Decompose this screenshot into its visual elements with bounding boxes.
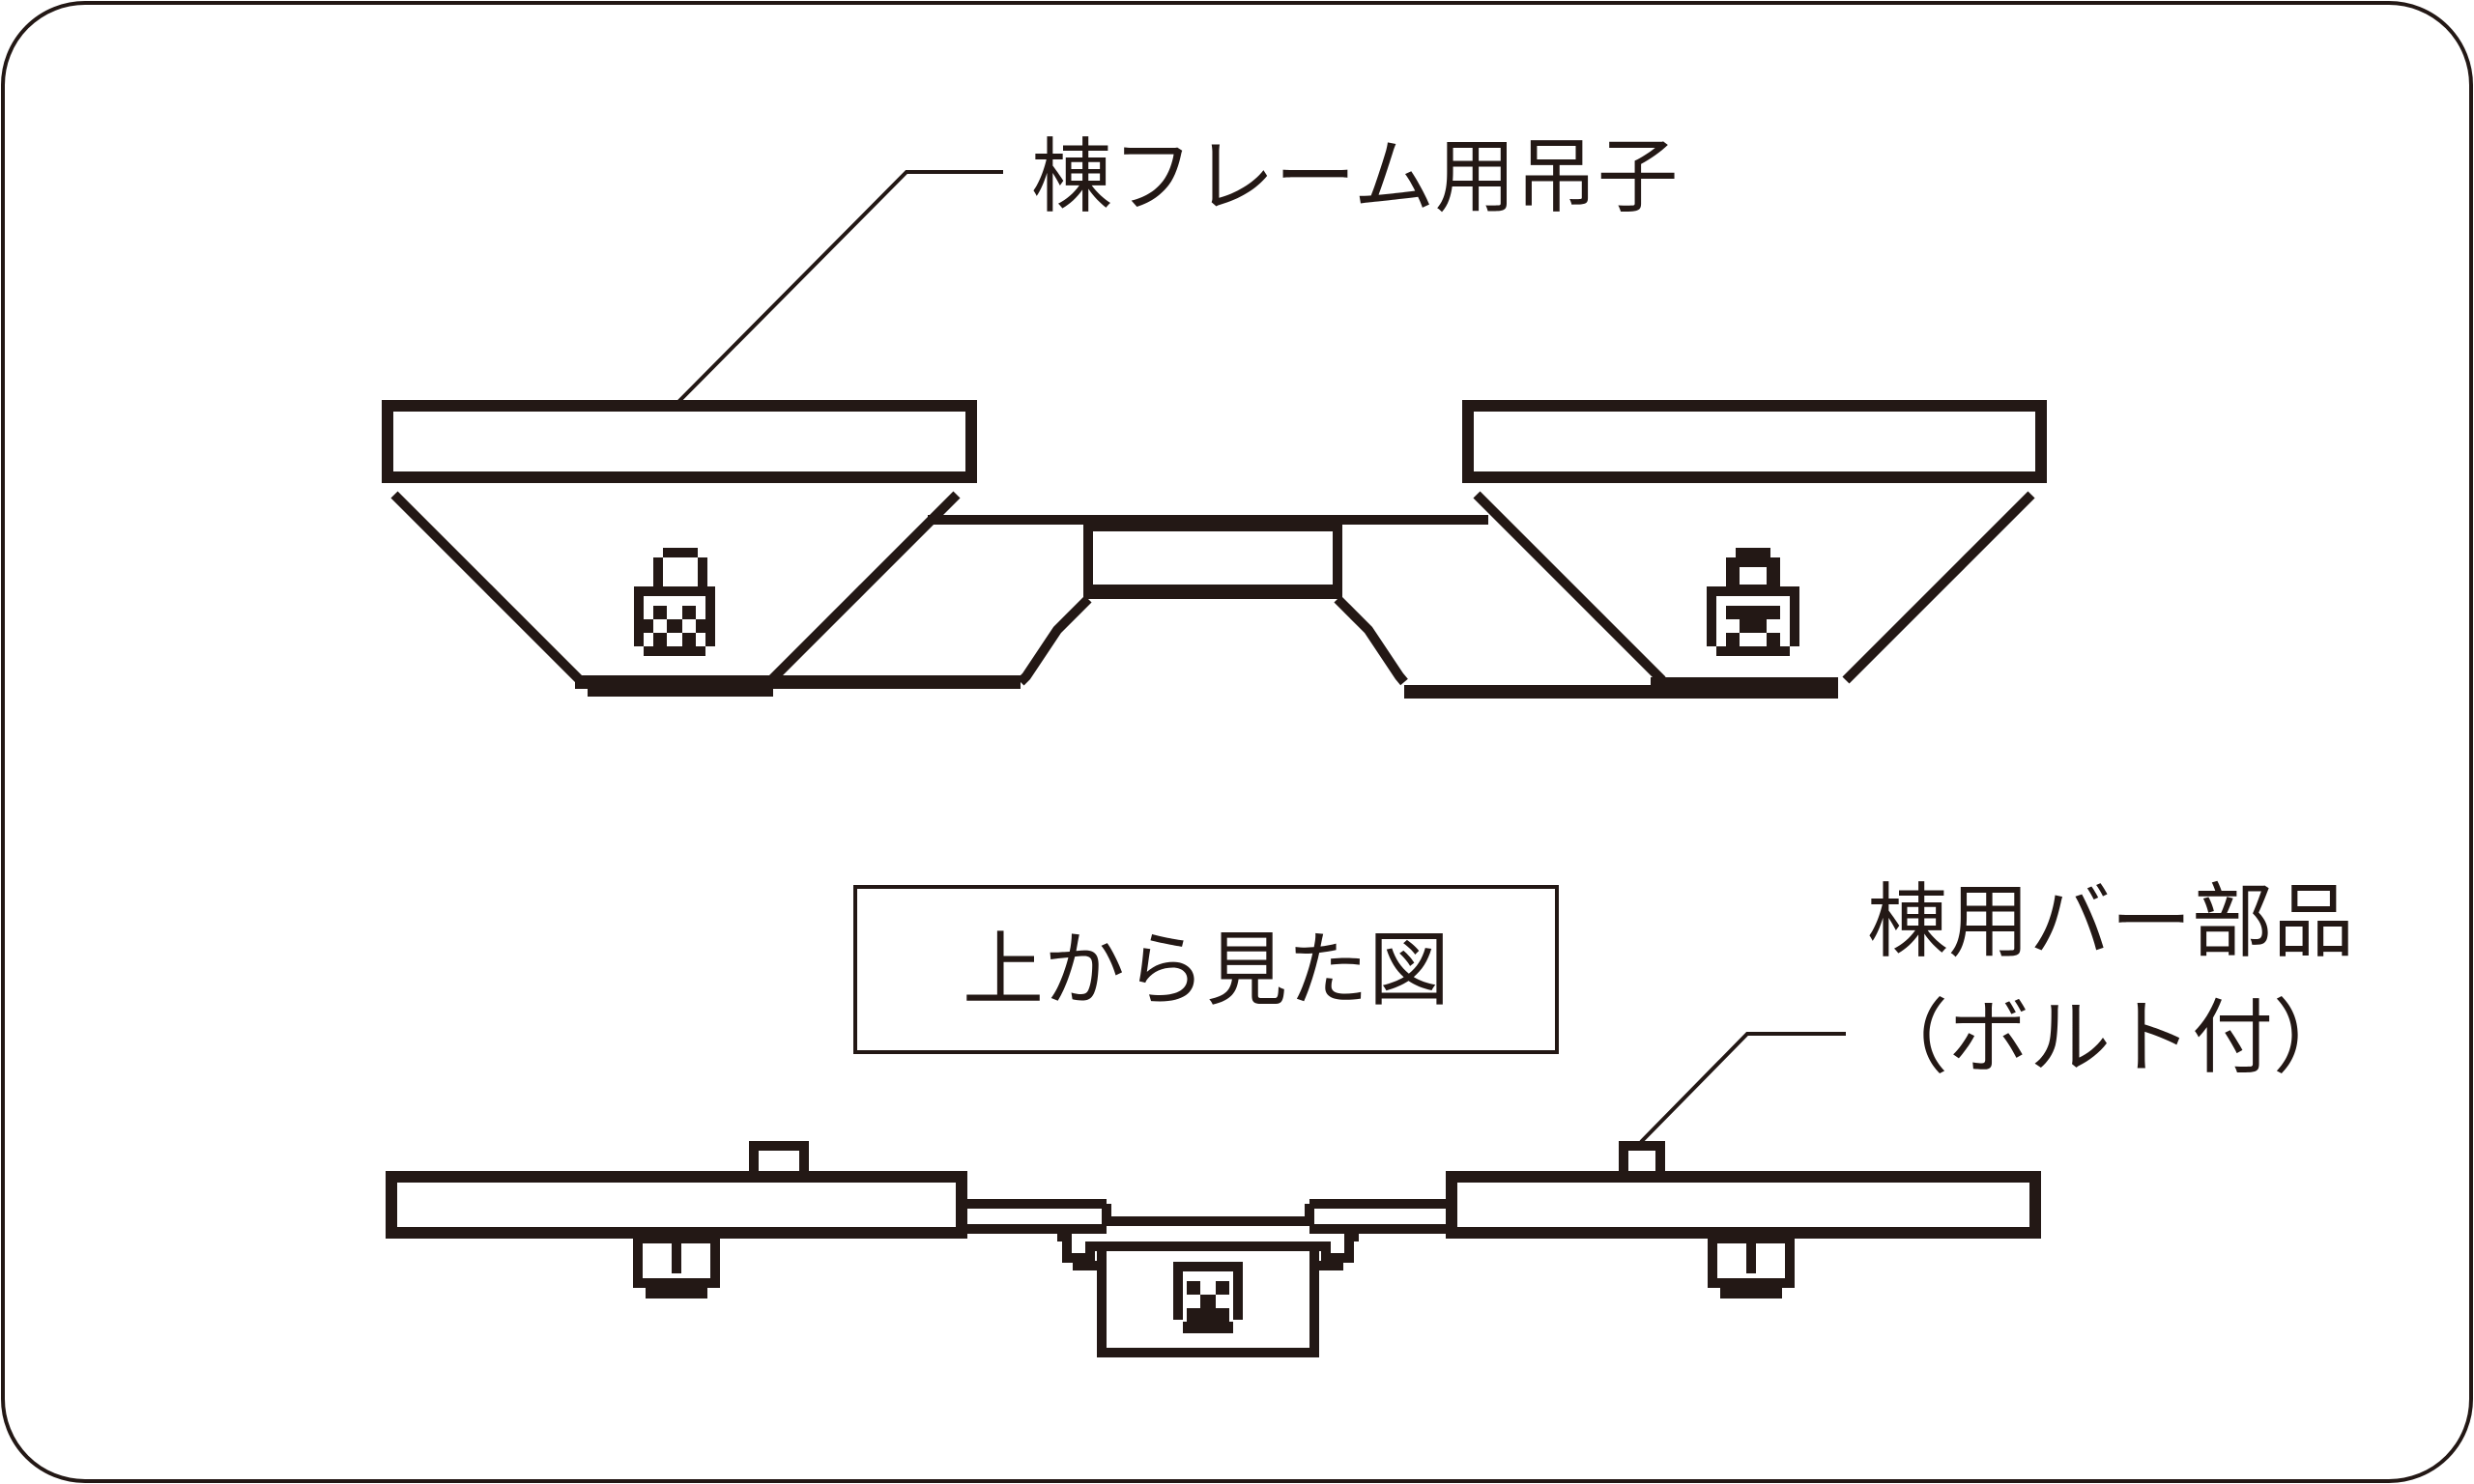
view-caption-box — [853, 885, 1559, 1054]
bar-left — [386, 1171, 967, 1239]
bolt-head-left — [634, 548, 715, 656]
view-caption: 上から見た図 — [962, 922, 1450, 1017]
bar-leader-line — [1639, 1032, 1846, 1144]
hanger-label: 棟フレーム用吊子 — [1031, 129, 1679, 224]
hanger-right-funnel — [1404, 491, 2035, 699]
bar-right — [1446, 1171, 2041, 1239]
bar-part-label-line1: 棟用バー部品 — [1867, 874, 2355, 969]
bar-right-tab — [1619, 1141, 1665, 1182]
bar-center-bolt — [1173, 1262, 1243, 1333]
bar-right-bolt-nut — [1720, 1283, 1782, 1298]
bar-right-bolt — [1708, 1234, 1795, 1288]
hanger-center-connector — [928, 515, 1488, 686]
bolt-head-right-holes — [1740, 567, 1767, 585]
hanger-leader-line — [675, 170, 1003, 406]
hanger-right — [1462, 400, 2047, 483]
bolt-head-left-holes — [663, 557, 698, 586]
bar-part-label-line2: （ボルト付） — [1867, 990, 2355, 1085]
bar-left-bolt — [633, 1234, 720, 1288]
bar-center-connector — [962, 1199, 1452, 1357]
hanger-left-funnel — [390, 491, 1021, 697]
bar-left-tab — [749, 1141, 809, 1182]
bar-left-bolt-nut — [646, 1283, 707, 1298]
bolt-head-right — [1707, 548, 1799, 656]
hanger-left — [382, 400, 977, 483]
